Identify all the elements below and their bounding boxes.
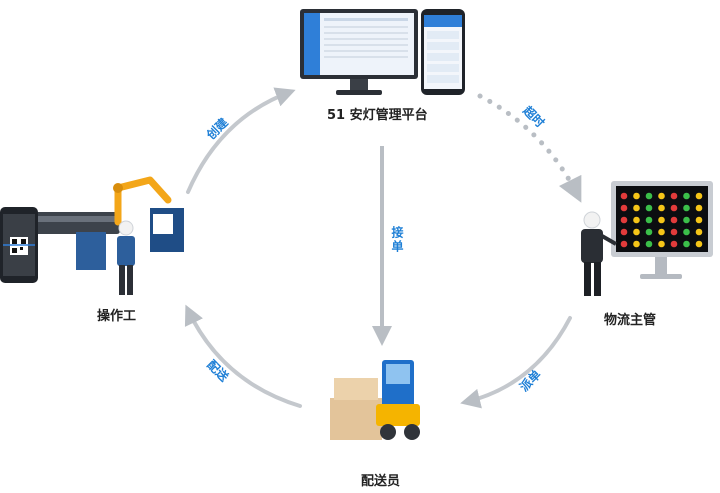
forklift-icon xyxy=(330,360,420,440)
screen-indicator-dot xyxy=(658,228,665,236)
edge-label-accept: 接单 xyxy=(390,226,404,254)
screen-indicator-dot xyxy=(683,240,690,248)
screen-indicator-dot xyxy=(658,204,665,212)
screen-indicator-dot xyxy=(695,192,703,200)
assembly-line-icon xyxy=(30,176,184,295)
screen-indicator-dot xyxy=(683,204,690,212)
screen-indicator-dot xyxy=(620,240,628,248)
screen-indicator-dot xyxy=(695,216,703,224)
scanner-phone-icon xyxy=(0,207,38,283)
manager-label: 物流主管 xyxy=(604,313,657,328)
platform-phone-icon xyxy=(421,9,465,95)
screen-indicator-dot xyxy=(670,192,678,200)
platform-label: 51 安灯管理平台 xyxy=(327,108,428,123)
screen-indicator-dot xyxy=(645,228,653,236)
screen-indicator-dot xyxy=(695,240,703,248)
screen-indicator-dot xyxy=(658,216,665,224)
screen-indicator-dot xyxy=(695,228,703,236)
manager-screen-icon xyxy=(611,181,713,279)
screen-indicator-dot xyxy=(670,216,678,224)
screen-indicator-dot xyxy=(670,204,678,212)
screen-indicator-dot xyxy=(633,228,640,236)
screen-indicator-dot xyxy=(620,216,628,224)
screen-indicator-dot xyxy=(620,192,628,200)
screen-indicator-dot xyxy=(695,204,703,212)
operator-label: 操作工 xyxy=(97,309,137,324)
screen-indicator-dot xyxy=(683,228,690,236)
screen-indicator-dot xyxy=(645,240,653,248)
screen-indicator-dot xyxy=(633,192,640,200)
arrow-dispatch xyxy=(460,316,572,409)
platform-monitor-icon xyxy=(300,9,418,95)
screen-indicator-dot xyxy=(633,216,640,224)
screen-indicator-dot xyxy=(633,204,640,212)
screen-indicator-dot xyxy=(645,204,653,212)
screen-indicator-dot xyxy=(658,240,665,248)
screen-indicator-dot xyxy=(645,216,653,224)
screen-indicator-dot xyxy=(620,228,628,236)
courier-label: 配送员 xyxy=(361,474,401,489)
screen-indicator-dot xyxy=(645,192,653,200)
screen-indicator-dot xyxy=(670,228,678,236)
arrow-deliver xyxy=(184,304,302,408)
screen-indicator-dot xyxy=(633,240,640,248)
screen-indicator-dot xyxy=(683,216,690,224)
screen-indicator-dot xyxy=(620,204,628,212)
screen-indicator-dot xyxy=(683,192,690,200)
screen-indicator-dot xyxy=(658,192,665,200)
manager-person-icon xyxy=(581,211,617,296)
arrow-create xyxy=(186,87,296,194)
screen-indicator-dot xyxy=(670,240,678,248)
